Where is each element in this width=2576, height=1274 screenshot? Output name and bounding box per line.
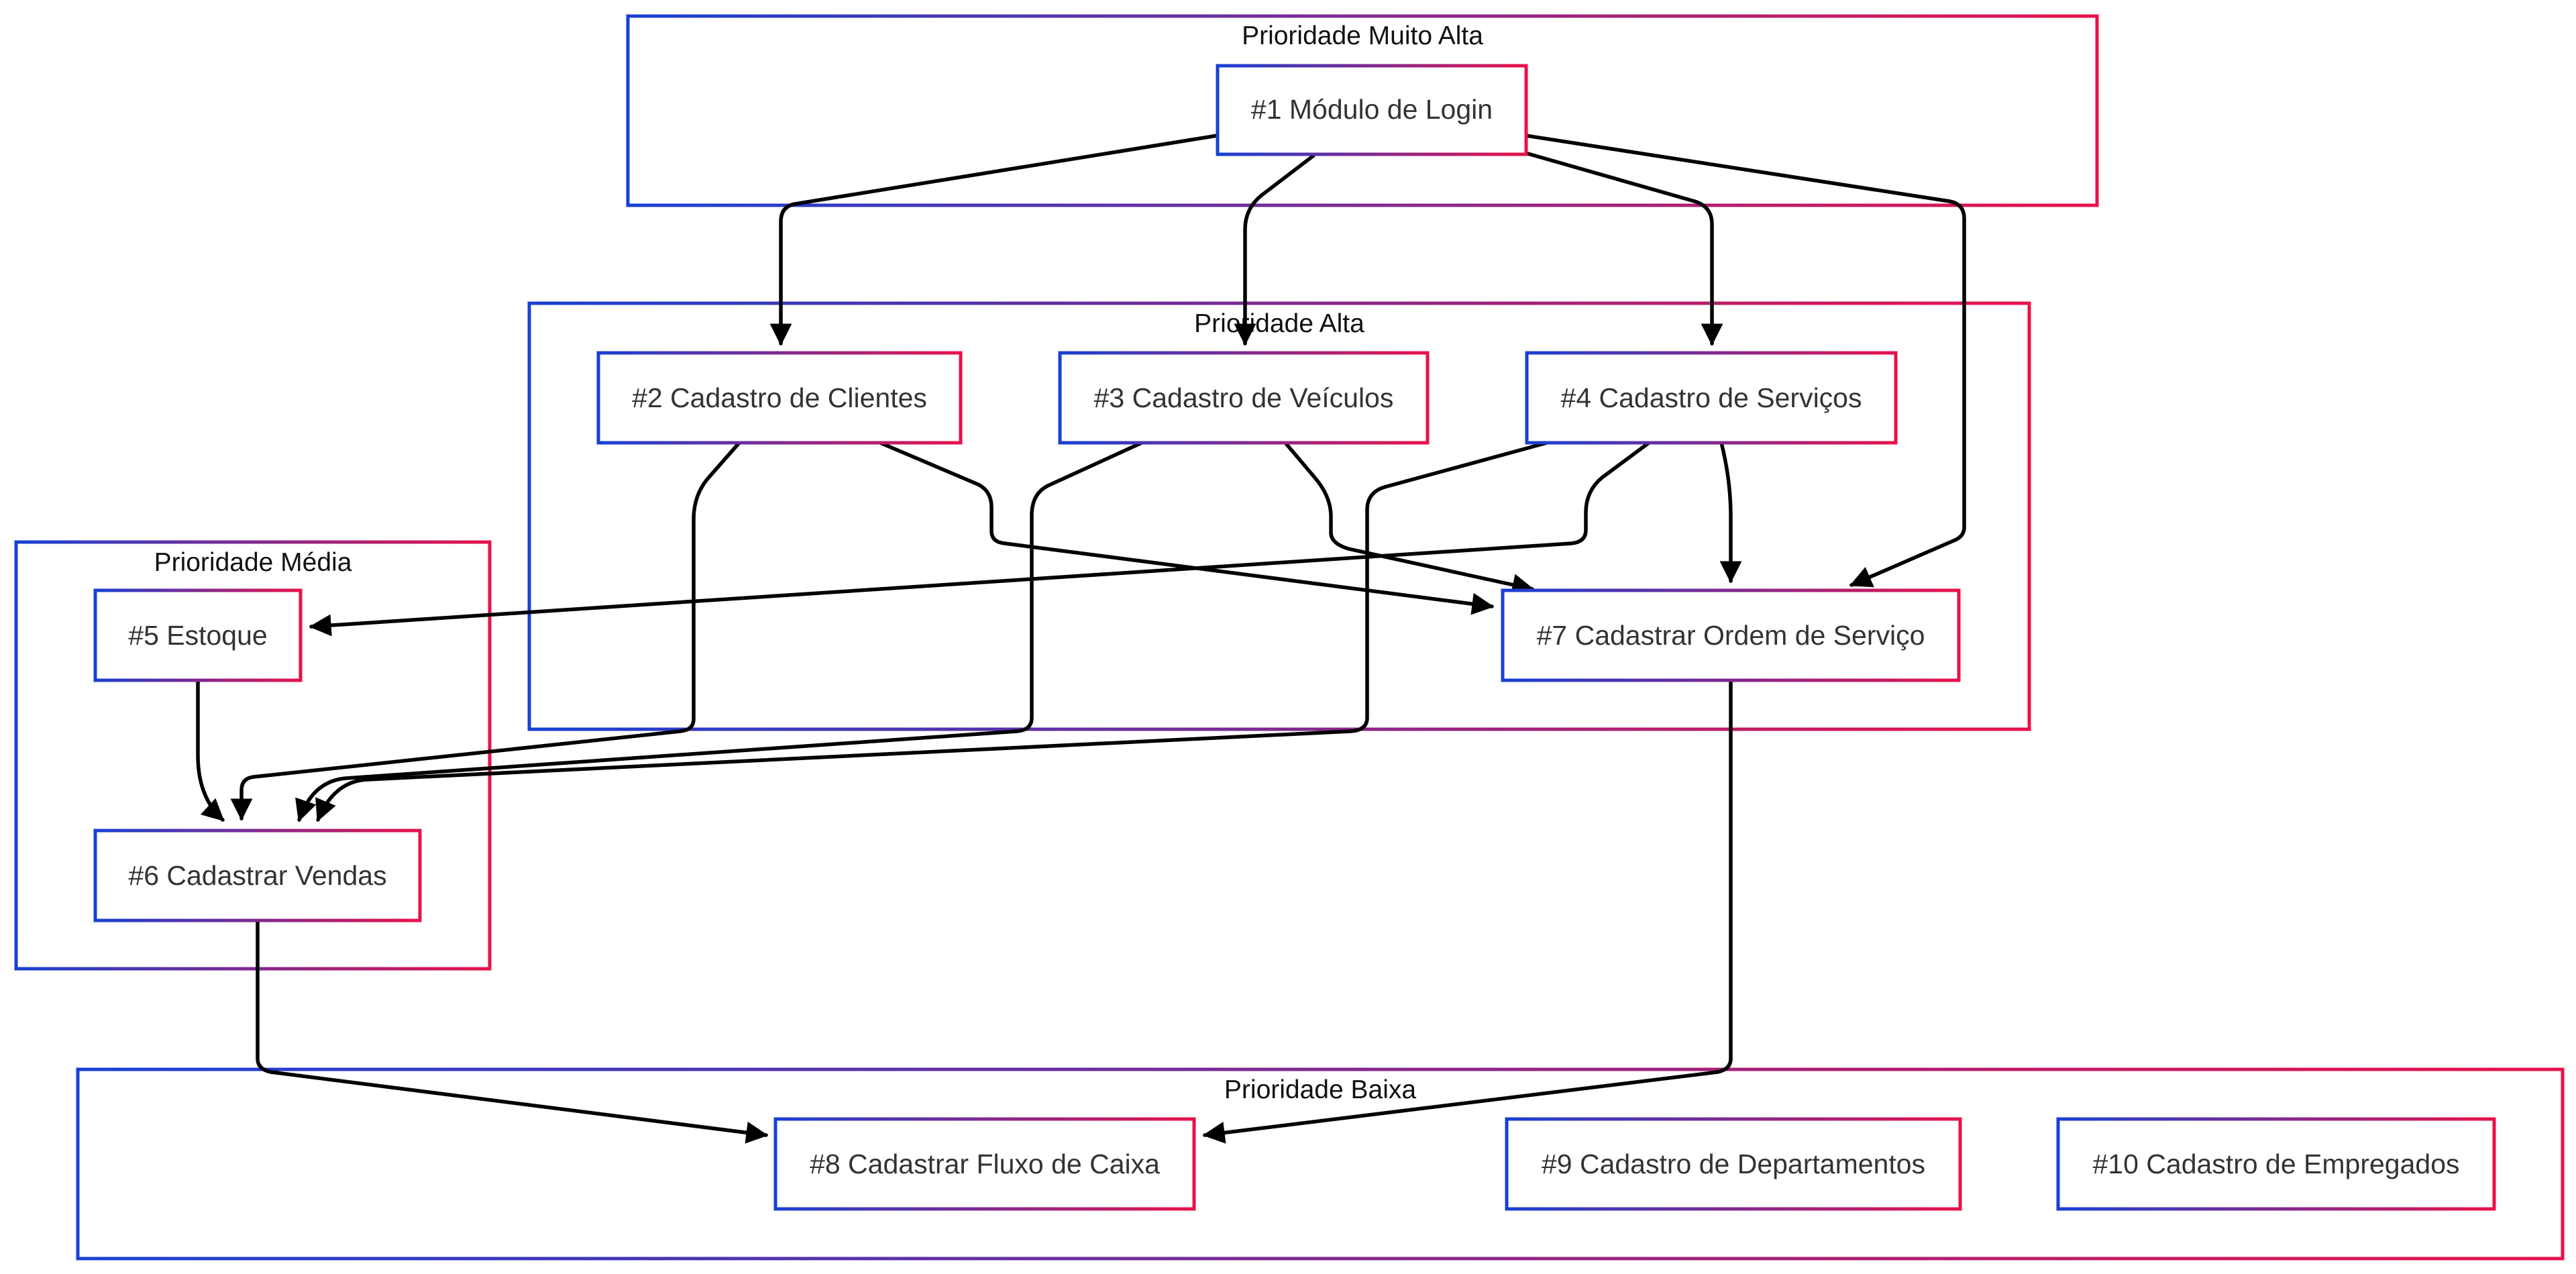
cluster-prioridade-alta: Prioridade Alta [527,301,2031,731]
node-n6-label: #6 Cadastrar Vendas [128,860,386,891]
node-n8-label: #8 Cadastrar Fluxo de Caixa [810,1149,1160,1179]
node-n3-label: #3 Cadastro de Veículos [1094,382,1394,413]
node-n3[interactable]: #3 Cadastro de Veículos [1058,351,1430,445]
edge-n6-n8 [256,917,769,1144]
edge-n2-n7 [878,441,1495,615]
edge-n5-n6 [196,678,225,822]
cluster-prioridade-media: Prioridade Média [14,540,492,971]
node-n6[interactable]: #6 Cadastrar Vendas [93,829,422,922]
node-n7[interactable]: #7 Cadastrar Ordem de Serviço [1501,588,1961,682]
cluster-prioridade-muito-alta: Prioridade Muito Alta [626,14,2099,207]
edge-n4-n7 [1719,441,1742,584]
edge-n1-n7 [1523,134,1966,588]
cluster-title-alta: Prioridade Alta [1194,309,1364,338]
node-n8[interactable]: #8 Cadastrar Fluxo de Caixa [773,1117,1196,1211]
edges [196,134,1966,1144]
edge-n1-n3 [1234,154,1316,346]
edge-n3-n7 [1283,441,1535,596]
node-n4-label: #4 Cadastro de Serviços [1561,382,1862,413]
node-n9-label: #9 Cadastro de Departamentos [1542,1149,1925,1179]
node-n1-label: #1 Módulo de Login [1251,94,1493,125]
node-n5-label: #5 Estoque [128,620,267,651]
cluster-title-muito-alta: Prioridade Muito Alta [1242,21,1483,50]
edge-n4-n5 [309,441,1651,637]
cluster-title-media: Prioridade Média [154,548,352,577]
cluster-prioridade-baixa: Prioridade Baixa [76,1067,2565,1261]
edge-n3-n6 [295,441,1144,822]
edge-n2-n6 [230,441,741,821]
node-n10-label: #10 Cadastro de Empregados [2092,1149,2459,1179]
node-n5[interactable]: #5 Estoque [93,588,303,682]
node-n1[interactable]: #1 Módulo de Login [1216,64,1528,156]
node-n2-label: #2 Cadastro de Clientes [632,382,927,413]
edge-n4-n6 [315,441,1549,822]
cluster-title-baixa: Prioridade Baixa [1224,1075,1416,1104]
edge-n7-n8 [1202,678,1733,1144]
node-n9[interactable]: #9 Cadastro de Departamentos [1505,1117,1962,1211]
node-n7-label: #7 Cadastrar Ordem de Serviço [1537,620,1925,651]
node-n2[interactable]: #2 Cadastro de Clientes [596,351,963,445]
node-n4[interactable]: #4 Cadastro de Serviços [1525,351,1898,445]
edge-n1-n2 [769,134,1220,346]
edge-n1-n4 [1523,151,1723,346]
node-n10[interactable]: #10 Cadastro de Empregados [2056,1117,2496,1211]
